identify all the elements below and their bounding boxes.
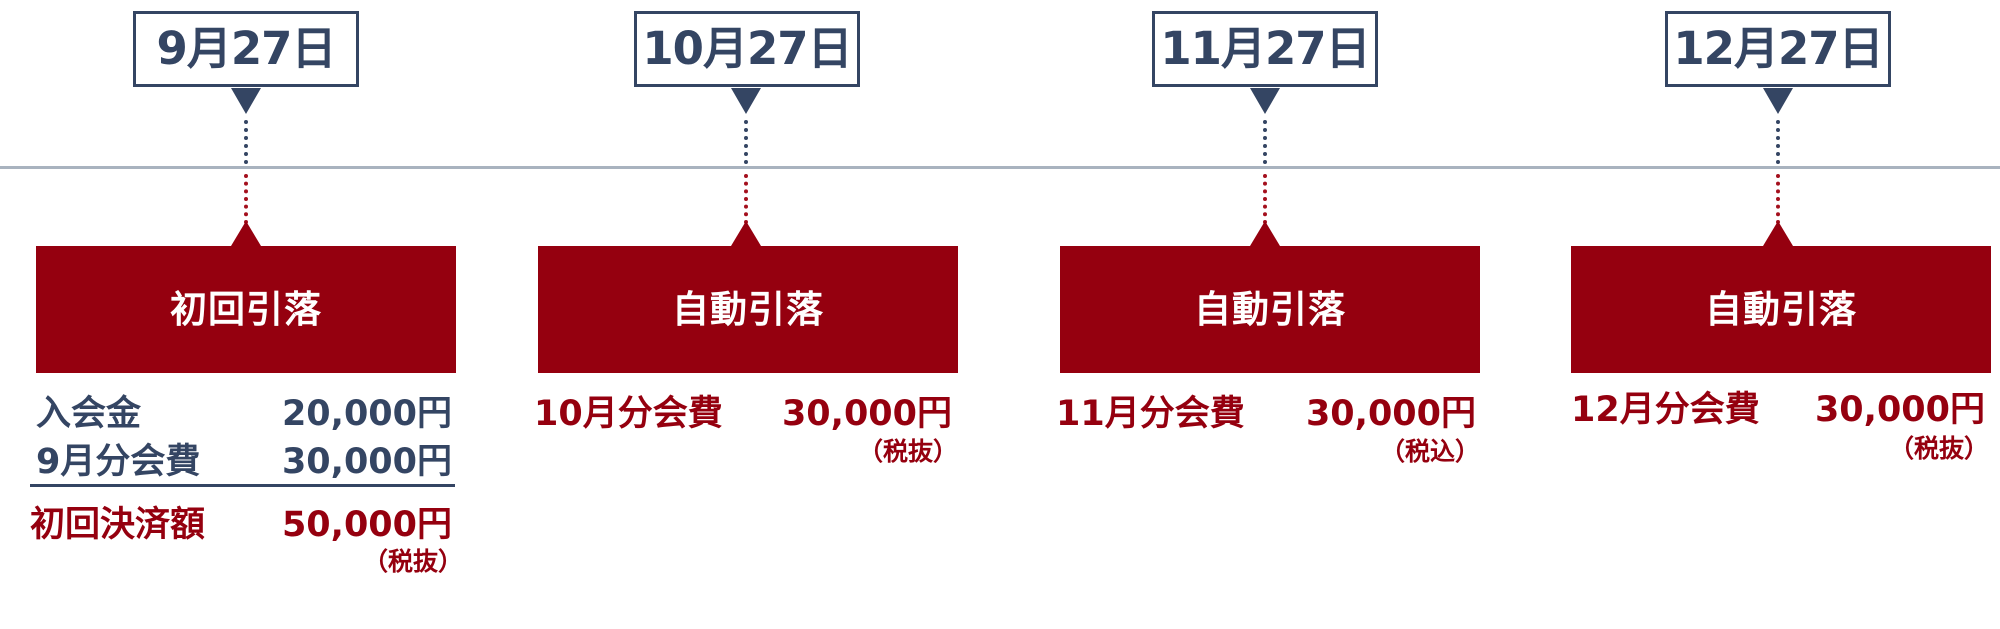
total-amount: 50,000円 — [281, 505, 452, 545]
fee-amount: 30,000円 — [1814, 390, 1985, 430]
connector-dots — [244, 120, 248, 164]
event-pointer — [731, 221, 761, 246]
timeline-step-december: 12月27日 自動引落 12月分会費 30,000円 （税抜） — [1571, 0, 1991, 629]
fee-row-monthly: 11月分会費 30,000円 — [1056, 385, 1476, 434]
fee-row-monthly: 9月分会費 30,000円 — [36, 433, 452, 482]
event-badge: 初回引落 — [36, 246, 456, 373]
date-label: 10月27日 — [634, 11, 860, 87]
tax-note: （税抜） — [363, 547, 464, 576]
total-label: 初回決済額 — [30, 505, 206, 545]
fee-label: 10月分会費 — [534, 394, 723, 434]
fee-amount: 30,000円 — [1305, 394, 1476, 434]
date-label: 9月27日 — [133, 11, 359, 87]
event-badge: 自動引落 — [1571, 246, 1991, 373]
date-pointer — [231, 88, 261, 114]
connector-dots — [244, 174, 248, 224]
connector-dots — [1263, 120, 1267, 164]
fee-label: 入会金 — [36, 394, 142, 434]
sum-divider — [30, 484, 455, 487]
tax-note: （税抜） — [1889, 434, 1990, 463]
connector-dots — [744, 120, 748, 164]
fee-row-monthly: 12月分会費 30,000円 — [1571, 381, 1985, 430]
fee-label: 9月分会費 — [36, 442, 201, 482]
event-pointer — [1250, 221, 1280, 246]
fee-row-monthly: 10月分会費 30,000円 — [534, 385, 952, 434]
date-label: 11月27日 — [1152, 11, 1378, 87]
tax-note: （税抜） — [858, 437, 959, 466]
fee-row-entry: 入会金 20,000円 — [36, 385, 452, 434]
fee-amount: 30,000円 — [781, 394, 952, 434]
event-badge: 自動引落 — [1060, 246, 1480, 373]
fee-amount: 30,000円 — [281, 442, 452, 482]
date-pointer — [1250, 88, 1280, 114]
timeline-step-november: 11月27日 自動引落 11月分会費 30,000円 （税込） — [1056, 0, 1481, 629]
timeline-line — [0, 166, 2000, 169]
fee-amount: 20,000円 — [281, 394, 452, 434]
connector-dots — [1263, 174, 1267, 224]
date-label: 12月27日 — [1665, 11, 1891, 87]
tax-note: （税込） — [1380, 437, 1481, 466]
event-badge: 自動引落 — [538, 246, 958, 373]
fee-label: 12月分会費 — [1571, 390, 1760, 430]
date-pointer — [731, 88, 761, 114]
connector-dots — [1776, 174, 1780, 224]
fee-label: 11月分会費 — [1056, 394, 1245, 434]
timeline-step-october: 10月27日 自動引落 10月分会費 30,000円 （税抜） — [534, 0, 959, 629]
fee-row-total: 初回決済額 50,000円 — [30, 496, 452, 545]
timeline-step-september: 9月27日 初回引落 入会金 20,000円 9月分会費 30,000円 初回決… — [30, 0, 463, 629]
connector-dots — [1776, 120, 1780, 164]
event-pointer — [231, 221, 261, 246]
date-pointer — [1763, 88, 1793, 114]
connector-dots — [744, 174, 748, 224]
event-pointer — [1763, 221, 1793, 246]
